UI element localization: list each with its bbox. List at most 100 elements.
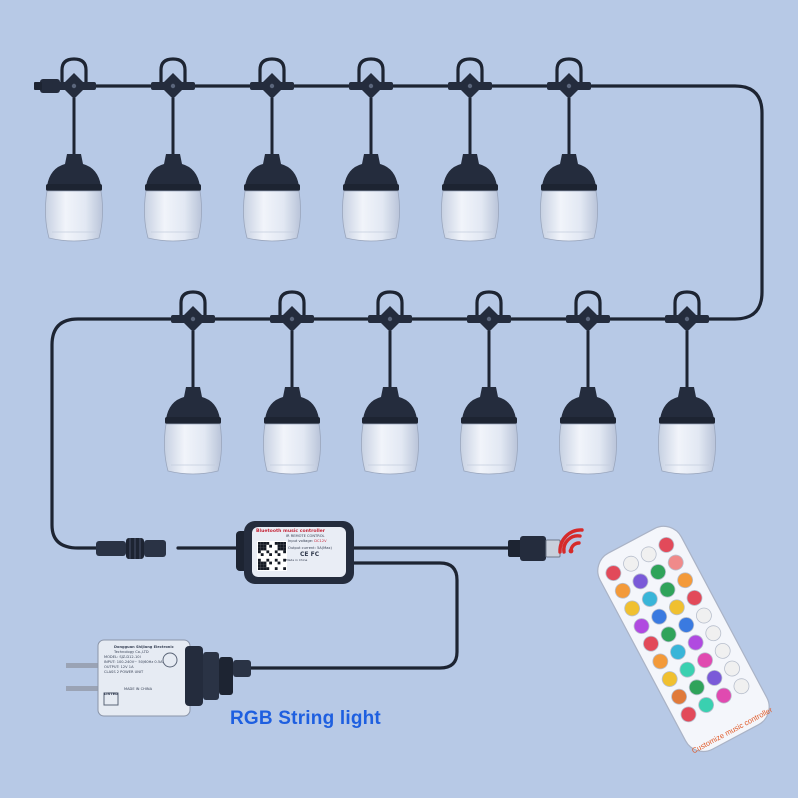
qr-module bbox=[260, 564, 264, 568]
remote-button bbox=[633, 618, 650, 634]
remote-button bbox=[678, 617, 695, 633]
qr-module bbox=[263, 567, 267, 570]
qr-module bbox=[269, 553, 272, 556]
remote-button bbox=[688, 679, 705, 696]
controller-input-value: DC12V bbox=[314, 539, 327, 543]
remote-button bbox=[605, 565, 622, 581]
controller-label: Bluetooth music controller IR REMOTE CON… bbox=[256, 529, 346, 562]
remote-button bbox=[632, 573, 649, 590]
adapter-label: Dongguan Shijiang Electronic Technology … bbox=[104, 645, 184, 697]
adapter-line-5: CLASS 2 POWER UNIT bbox=[104, 670, 144, 674]
qr-module bbox=[277, 542, 281, 545]
remote-button bbox=[651, 608, 668, 625]
qr-module bbox=[280, 547, 284, 551]
remote-button bbox=[706, 670, 723, 686]
bulb-group bbox=[45, 57, 716, 475]
remote-button bbox=[687, 634, 704, 651]
bulb-9 bbox=[361, 290, 419, 475]
bulb-7 bbox=[164, 290, 222, 475]
remote-button bbox=[652, 653, 669, 670]
remote-button bbox=[714, 642, 731, 659]
adapter-line-4: OUTPUT: 12V 1A bbox=[104, 665, 134, 669]
adapter-line-3: INPUT: 100-240V~ 50/60Hz 0.5A bbox=[104, 660, 163, 664]
bulb-3 bbox=[243, 57, 301, 242]
qr-module bbox=[263, 544, 267, 548]
qr-module bbox=[266, 558, 270, 562]
remote-button bbox=[698, 697, 715, 713]
qr-module bbox=[277, 547, 281, 551]
qr-module bbox=[277, 561, 281, 565]
adapter-line-2: MODEL: SJZ-D12-10I bbox=[104, 655, 141, 659]
controller-title: Bluetooth music controller bbox=[256, 529, 326, 534]
remote-button bbox=[643, 635, 659, 652]
adapter-listed: LISTED bbox=[104, 692, 119, 696]
remote-button-grid bbox=[605, 537, 750, 723]
controller-marks: CE FC bbox=[300, 551, 320, 558]
qr-module bbox=[266, 542, 270, 545]
remote-control: Customize music controller bbox=[597, 525, 774, 755]
qr-module bbox=[260, 561, 264, 565]
qr-module bbox=[260, 553, 264, 556]
controller-output-value: 5A(Max) bbox=[316, 546, 332, 550]
qr-module bbox=[258, 547, 261, 551]
remote-button bbox=[658, 537, 675, 553]
qr-module bbox=[260, 547, 264, 551]
controller-subtitle: IR REMOTE CONTROL bbox=[286, 534, 325, 538]
remote-button bbox=[696, 607, 712, 624]
qr-module bbox=[283, 558, 286, 562]
bulb-10 bbox=[460, 290, 518, 475]
qr-module bbox=[283, 567, 286, 570]
remote-button bbox=[671, 688, 688, 705]
qr-module bbox=[266, 550, 270, 554]
qr-module bbox=[266, 567, 270, 570]
remote-button bbox=[661, 671, 678, 687]
bulb-6 bbox=[540, 57, 598, 242]
qr-module bbox=[269, 544, 272, 548]
qr-module bbox=[280, 542, 284, 545]
remote-button bbox=[715, 687, 732, 704]
qr-module bbox=[258, 542, 261, 545]
qr-module bbox=[283, 547, 286, 551]
remote-button bbox=[623, 555, 639, 572]
qr-module bbox=[263, 564, 267, 568]
qr-module bbox=[280, 544, 284, 548]
bluetooth-controller bbox=[236, 521, 354, 584]
qr-module bbox=[274, 567, 278, 570]
qr-module bbox=[274, 550, 278, 554]
bulb-1 bbox=[45, 57, 103, 242]
qr-module bbox=[283, 542, 286, 545]
remote-button bbox=[640, 546, 657, 563]
remote-button bbox=[667, 554, 684, 571]
qr-module bbox=[277, 553, 281, 556]
bulb-2 bbox=[144, 57, 202, 242]
bulb-4 bbox=[342, 57, 400, 242]
remote-button bbox=[677, 572, 694, 589]
remote-button bbox=[641, 591, 658, 607]
remote-button bbox=[668, 599, 685, 616]
remote-button bbox=[679, 661, 696, 678]
remote-button bbox=[624, 600, 641, 617]
qr-module bbox=[263, 542, 267, 545]
qr-module bbox=[274, 542, 278, 545]
adapter-line-1: Technology Co.,LTD bbox=[114, 650, 149, 654]
qr-module bbox=[269, 561, 272, 565]
bulb-11 bbox=[559, 290, 617, 475]
wireless-signal-icon bbox=[558, 528, 584, 554]
qr-module bbox=[263, 547, 267, 551]
power-adapter bbox=[66, 639, 251, 717]
qr-module bbox=[263, 561, 267, 565]
qr-module bbox=[277, 544, 281, 548]
remote-button bbox=[659, 581, 676, 598]
remote-button bbox=[650, 564, 666, 580]
qr-code-pattern bbox=[258, 542, 286, 570]
remote-button bbox=[680, 706, 697, 723]
remote-button bbox=[686, 589, 703, 606]
controller-input-label: Input voltage: bbox=[288, 539, 314, 543]
controller-output-label: Output current: bbox=[288, 546, 316, 550]
bulb-5 bbox=[441, 57, 499, 242]
qr-module bbox=[258, 567, 261, 570]
product-caption: RGB String light bbox=[230, 708, 381, 729]
adapter-brand: Dongguan Shijiang Electronic bbox=[114, 645, 174, 649]
